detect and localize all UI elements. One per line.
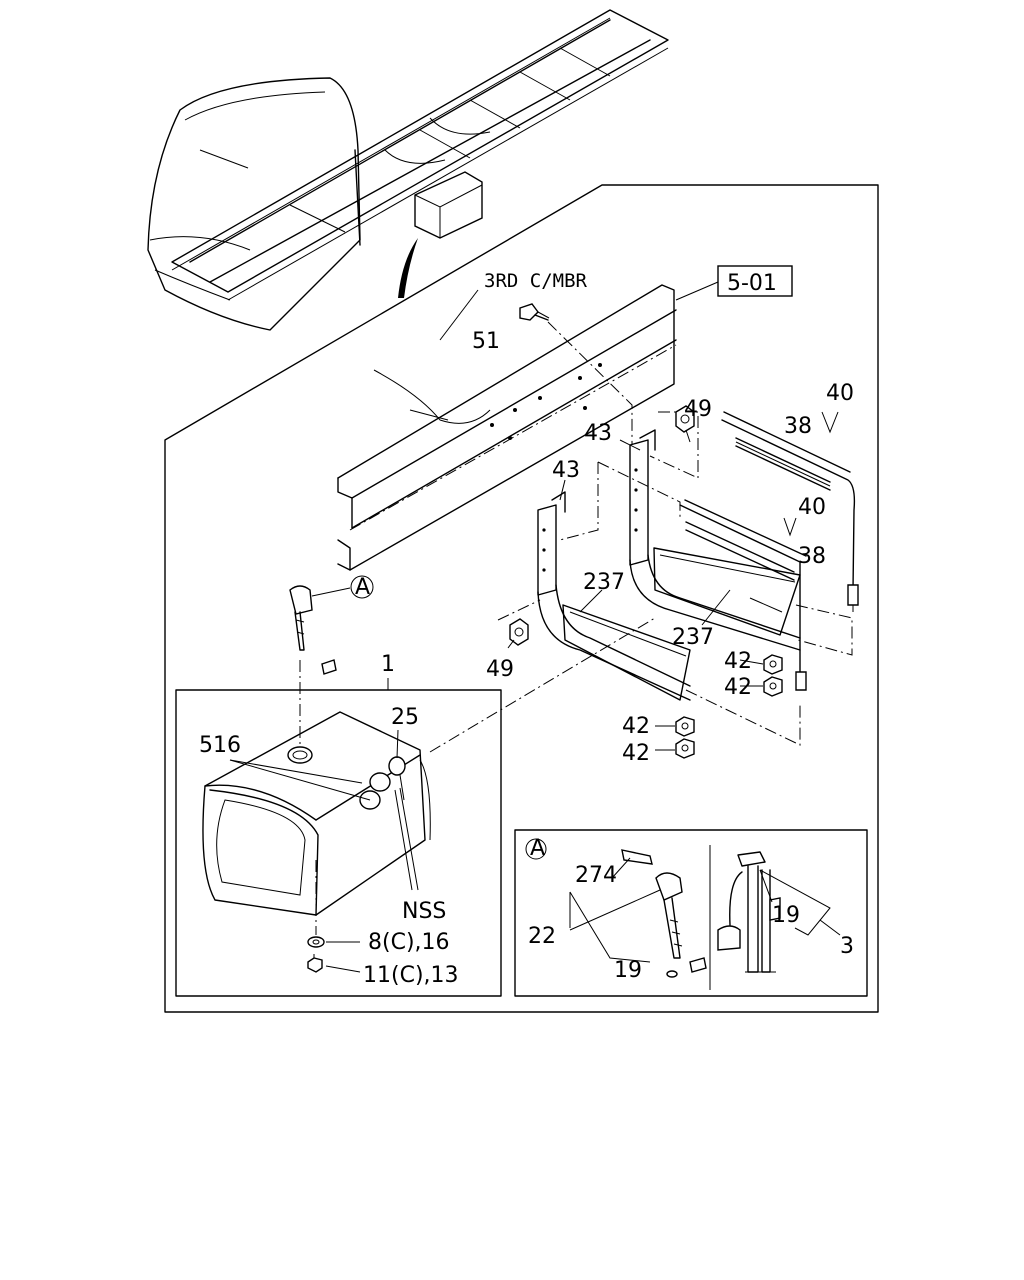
leader-40b	[783, 517, 797, 537]
label-237-left: 237	[583, 570, 625, 595]
label-43-left: 43	[552, 458, 580, 483]
leader-274	[611, 857, 631, 879]
truck-overview-illustration	[147, 9, 669, 331]
washer-8-icon	[307, 936, 325, 948]
nut-42-c-icon	[675, 716, 695, 737]
label-49-upper: 49	[684, 397, 712, 422]
leader-43a	[619, 439, 641, 451]
strap-237-lower	[562, 604, 691, 701]
detail-marker-circle	[525, 838, 547, 860]
nut-42-b-icon	[763, 676, 783, 697]
fuel-gauge-unit	[289, 585, 351, 745]
detail-marker-label: A	[530, 836, 545, 861]
dashline-43b	[559, 462, 599, 541]
label-42-a: 42	[724, 649, 752, 674]
label-40-upper: 40	[826, 381, 854, 406]
dashline-43a	[597, 461, 681, 520]
fuel-tank	[202, 711, 431, 935]
nut-42-a-icon	[763, 654, 783, 675]
dashline-40	[795, 604, 853, 656]
bolt-51-icon	[519, 303, 550, 321]
label-43-right: 43	[584, 421, 612, 446]
label-274: 274	[575, 863, 617, 888]
label-1: 1	[381, 652, 395, 677]
leader-member	[439, 289, 479, 341]
leader-40a	[821, 411, 839, 434]
leader-25	[396, 729, 399, 759]
detail-a-box	[514, 829, 868, 997]
leader-3	[759, 869, 831, 936]
dashline-42	[685, 689, 801, 746]
dashline-49	[649, 411, 699, 479]
label-49-lower: 49	[486, 657, 514, 682]
label-ref-5-01: 5-01	[727, 271, 777, 296]
leader-42a	[739, 659, 764, 665]
label-19-right: 19	[772, 903, 800, 928]
label-237-right: 237	[672, 625, 714, 650]
leader-237a	[579, 589, 603, 613]
leader-nss	[394, 787, 419, 891]
label-11-13: 11(C),13	[363, 963, 459, 988]
label-42-d: 42	[622, 741, 650, 766]
label-516: 516	[199, 733, 241, 758]
leader-43b	[559, 479, 566, 501]
bracket-43-left	[537, 491, 691, 701]
leader-3-tip	[819, 919, 841, 936]
leader-19b	[759, 869, 773, 903]
ref-box	[717, 265, 793, 297]
gauge-unit-detail	[717, 851, 781, 973]
label-40-lower: 40	[798, 495, 826, 520]
label-19-left: 19	[614, 958, 642, 983]
label-51: 51	[472, 329, 500, 354]
label-nss: NSS	[402, 899, 446, 924]
dashline-51	[547, 321, 633, 445]
leader-49b	[507, 639, 515, 649]
leader-49a	[685, 429, 691, 443]
label-38-lower: 38	[798, 544, 826, 569]
leader-516a	[229, 759, 363, 784]
bracket-43-right	[629, 429, 801, 651]
bolt-11-icon	[307, 954, 323, 973]
label-38-upper: 38	[784, 414, 812, 439]
main-boundary	[164, 184, 879, 1013]
leader-19a	[569, 891, 651, 963]
liner-38-lower	[685, 521, 795, 581]
third-cross-member	[337, 284, 677, 571]
leader-11	[325, 965, 361, 973]
liner-38-upper	[735, 437, 831, 491]
leader-237b	[701, 589, 731, 626]
leader-ref	[675, 281, 719, 301]
label-3: 3	[840, 934, 854, 959]
leader-516b	[229, 759, 371, 801]
label-42-c: 42	[622, 714, 650, 739]
label-22: 22	[528, 924, 556, 949]
marker-circle-a	[350, 575, 374, 599]
label-25: 25	[391, 705, 419, 730]
label-8-16: 8(C),16	[368, 930, 450, 955]
marker-a-label: A	[355, 575, 370, 600]
rod-40-lower	[679, 499, 807, 691]
label-3rd-member: 3RD C/MBR	[484, 270, 588, 292]
rod-40-upper	[721, 411, 859, 612]
dashline-49b	[497, 599, 541, 621]
nut-42-d-icon	[675, 738, 695, 759]
leader-22	[569, 889, 661, 931]
gauge-sender-detail	[621, 849, 707, 978]
nut-49-upper-icon	[675, 405, 695, 433]
strap-237-upper	[653, 547, 801, 636]
label-42-b: 42	[724, 675, 752, 700]
nut-49-lower-icon	[509, 618, 529, 646]
